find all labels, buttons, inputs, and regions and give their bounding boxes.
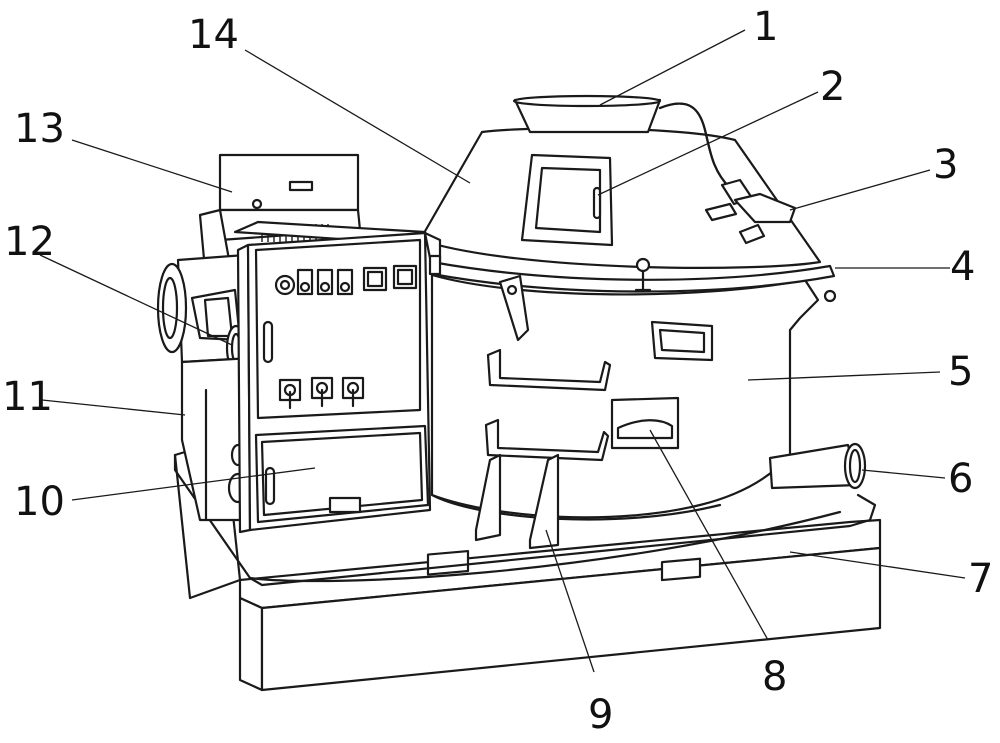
callout-14: 14 <box>188 12 239 58</box>
callout-7: 7 <box>968 556 993 602</box>
support-leg <box>474 453 502 542</box>
valve-fitting <box>704 178 797 245</box>
motor-nameplate <box>288 180 314 192</box>
leader-12 <box>39 254 233 346</box>
leader-2 <box>597 91 819 196</box>
panel-handle <box>262 320 274 364</box>
base-slot <box>426 549 470 576</box>
switch-knobs <box>278 376 365 410</box>
callout-3: 3 <box>933 142 958 188</box>
callout-8: 8 <box>762 654 787 700</box>
callout-5: 5 <box>948 349 973 395</box>
door-handle <box>264 466 276 506</box>
callout-12: 12 <box>4 219 55 265</box>
support-leg <box>528 453 560 550</box>
callout-13: 13 <box>14 106 65 152</box>
base-slot <box>660 557 702 582</box>
door-vent <box>328 496 362 514</box>
callout-4: 4 <box>950 244 975 290</box>
leader-11 <box>41 399 186 416</box>
callout-labels: 1 2 3 4 5 6 7 8 9 10 11 12 13 14 <box>2 4 993 738</box>
leader-7 <box>789 551 966 579</box>
control-cabinet <box>236 231 442 534</box>
leader-14 <box>244 49 471 184</box>
leader-10 <box>71 467 316 501</box>
callout-10: 10 <box>14 479 65 525</box>
leader-3 <box>789 169 931 211</box>
callout-6: 6 <box>948 456 973 502</box>
upper-cone <box>418 94 837 303</box>
body-details <box>474 274 867 550</box>
leader-lines <box>39 29 966 673</box>
callout-2: 2 <box>820 64 845 110</box>
leader-13 <box>71 139 233 193</box>
leader-1 <box>599 29 746 106</box>
leader-6 <box>861 469 946 479</box>
callout-11: 11 <box>2 374 53 420</box>
inlet-assembly <box>156 253 254 522</box>
leader-9 <box>545 529 595 673</box>
callout-9: 9 <box>588 692 613 738</box>
rim-band <box>430 260 836 293</box>
window-handle <box>592 186 602 220</box>
leader-5 <box>747 371 941 381</box>
leader-8 <box>649 429 769 641</box>
lifting-eye <box>635 257 651 273</box>
indicator-lights <box>274 264 418 296</box>
callout-1: 1 <box>753 4 778 50</box>
